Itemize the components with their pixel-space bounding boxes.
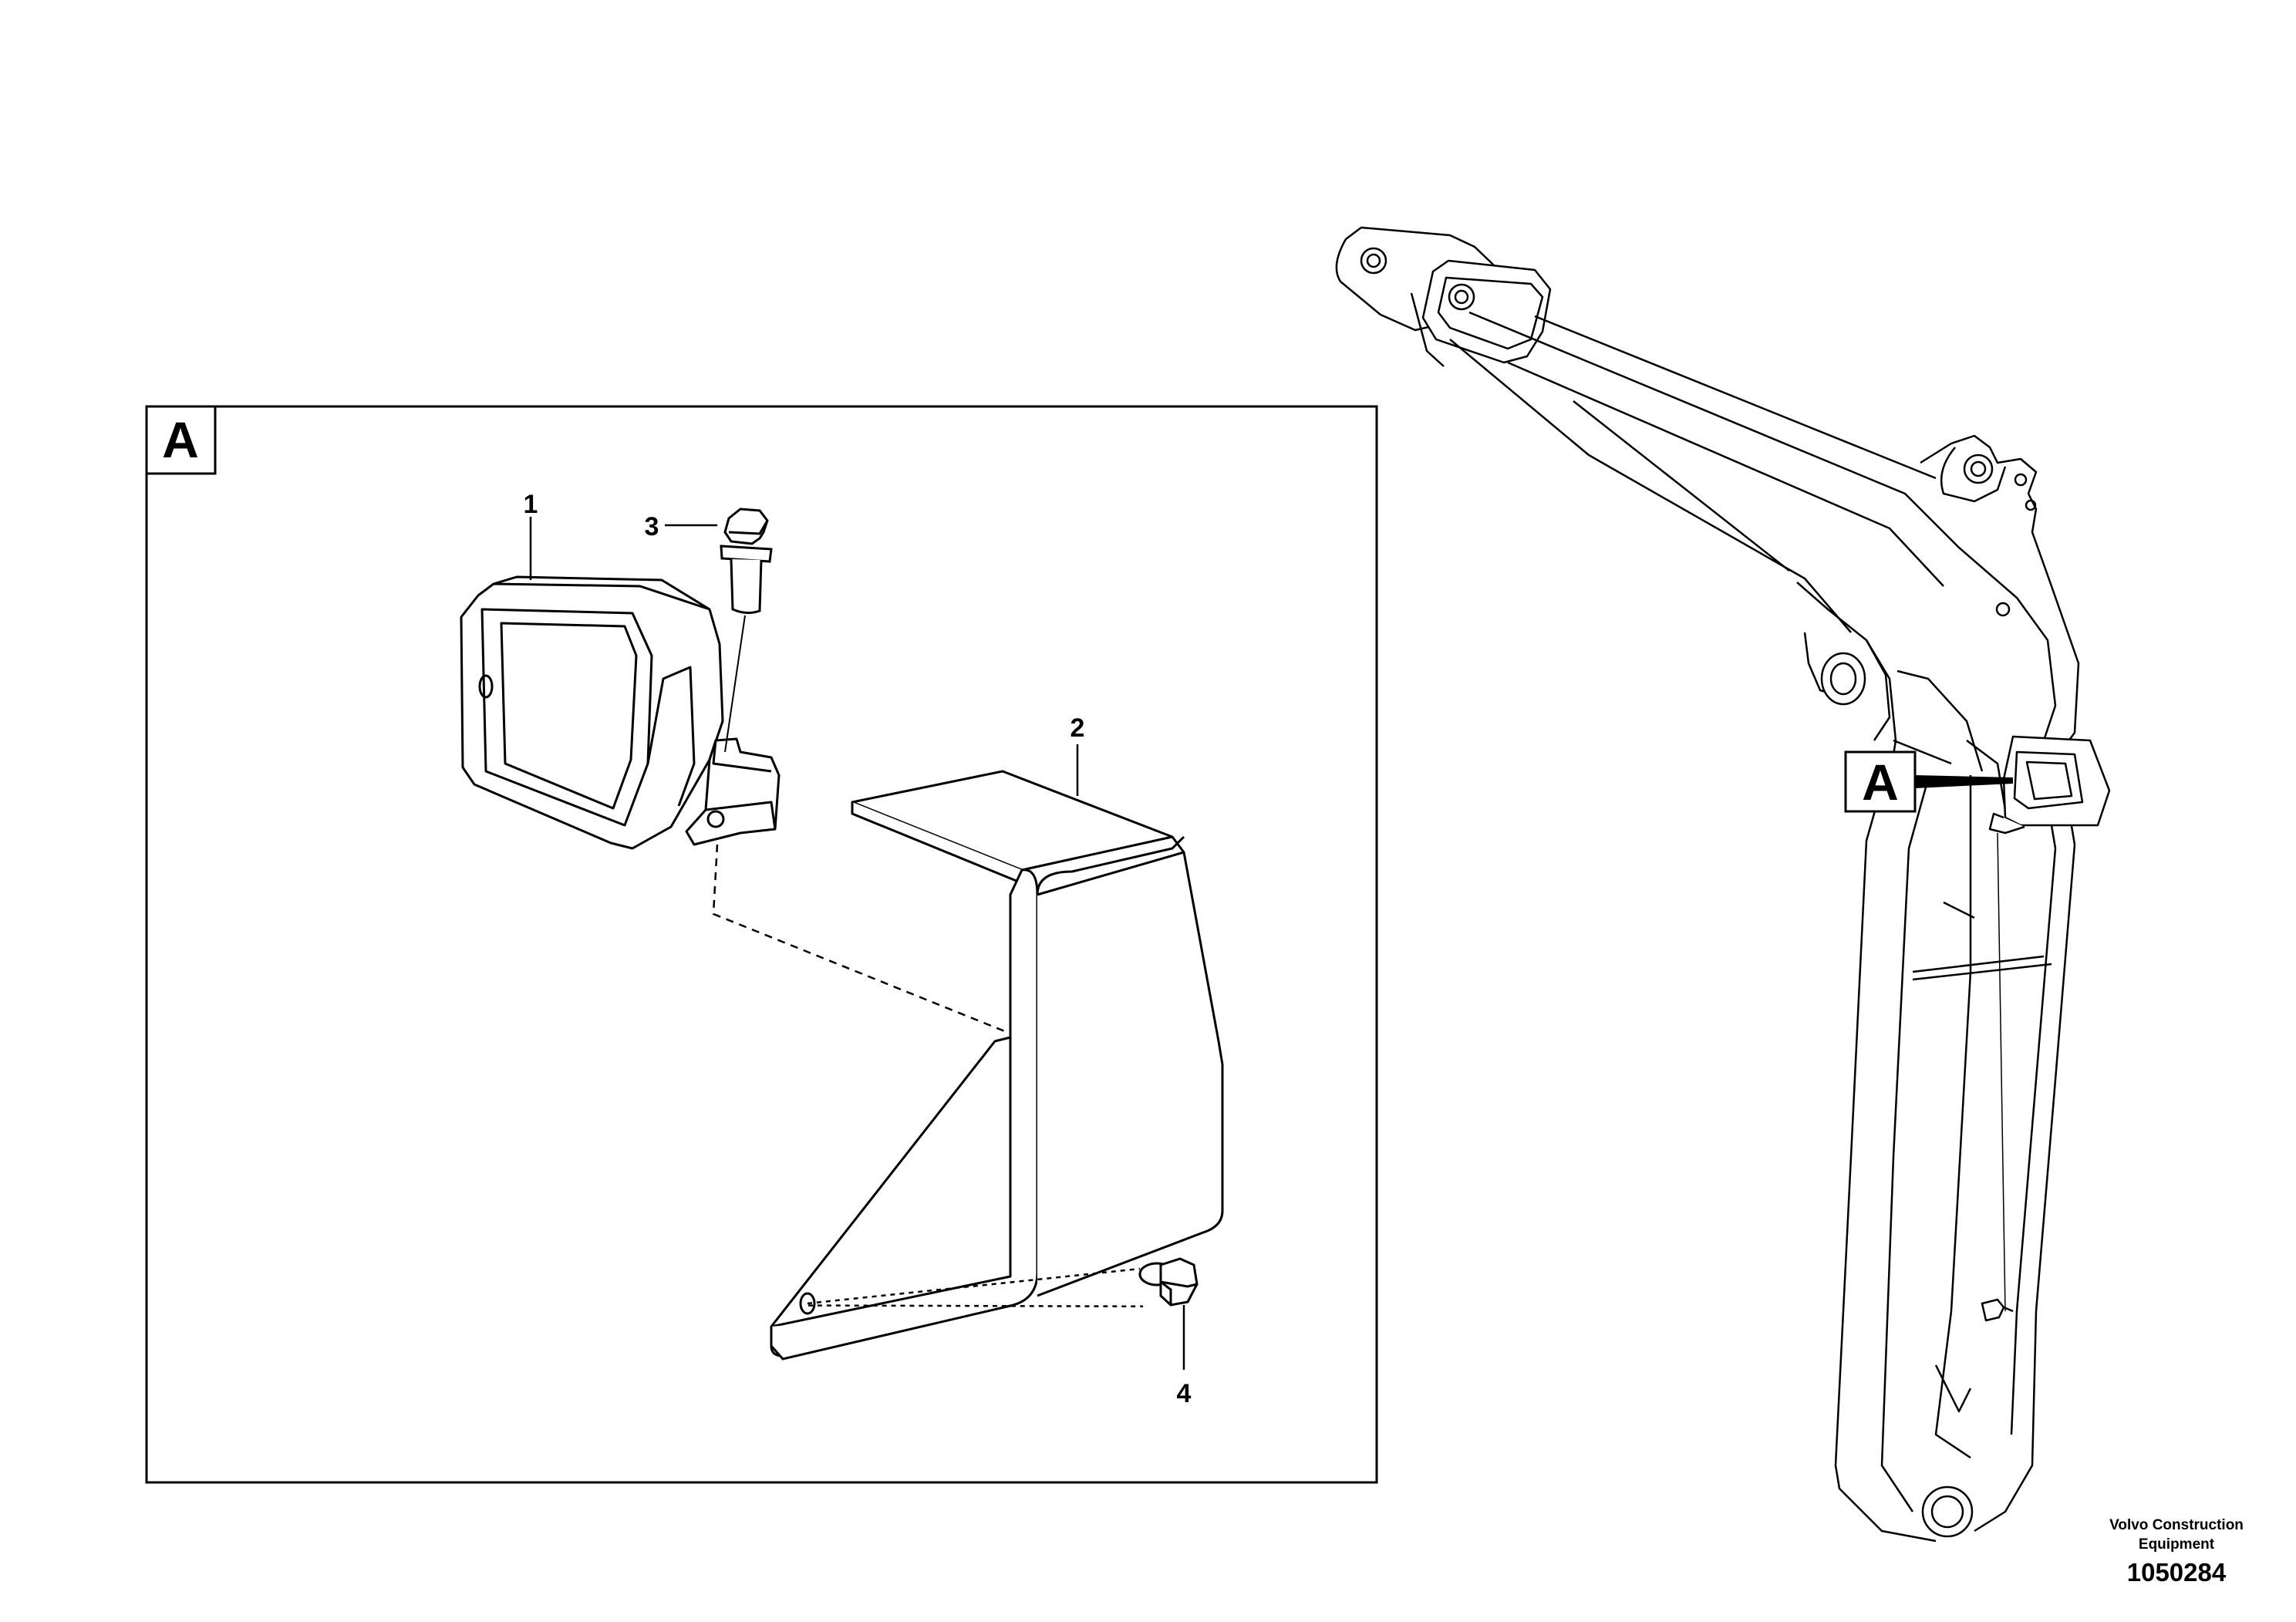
drawing-number: 1050284 — [2127, 1558, 2227, 1587]
company-line-2: Equipment — [2139, 1536, 2215, 1553]
lamp-location — [1988, 735, 2111, 835]
callout-1: 1 — [524, 490, 538, 519]
bracket-item-2 — [770, 770, 1224, 1361]
detail-frame — [145, 405, 1378, 1484]
detail-label-box — [145, 405, 217, 475]
boom-arm — [1335, 226, 2080, 1543]
screw-item-4 — [1138, 1257, 1199, 1307]
boom-marker-arrow — [1915, 775, 2013, 788]
footer: Volvo Construction Equipment 1050284 — [2109, 1517, 2244, 1587]
callout-3: 3 — [645, 512, 659, 541]
callout-leaders — [529, 517, 1185, 1370]
assembly-line-lamp — [712, 844, 1011, 1035]
boom-marker-box — [1844, 750, 1917, 813]
callout-2: 2 — [1070, 713, 1085, 743]
work-lamp — [460, 575, 781, 850]
boom-marker-label: A — [1862, 754, 1899, 811]
boom-marker-a: A — [1844, 750, 2013, 813]
detail-view-a: A — [145, 405, 1378, 1484]
callout-4: 4 — [1177, 1379, 1192, 1408]
detail-label: A — [162, 411, 199, 468]
company-line-1: Volvo Construction — [2109, 1517, 2244, 1533]
assembly-line-screw — [807, 1267, 1141, 1305]
screw-item-3 — [720, 508, 773, 753]
